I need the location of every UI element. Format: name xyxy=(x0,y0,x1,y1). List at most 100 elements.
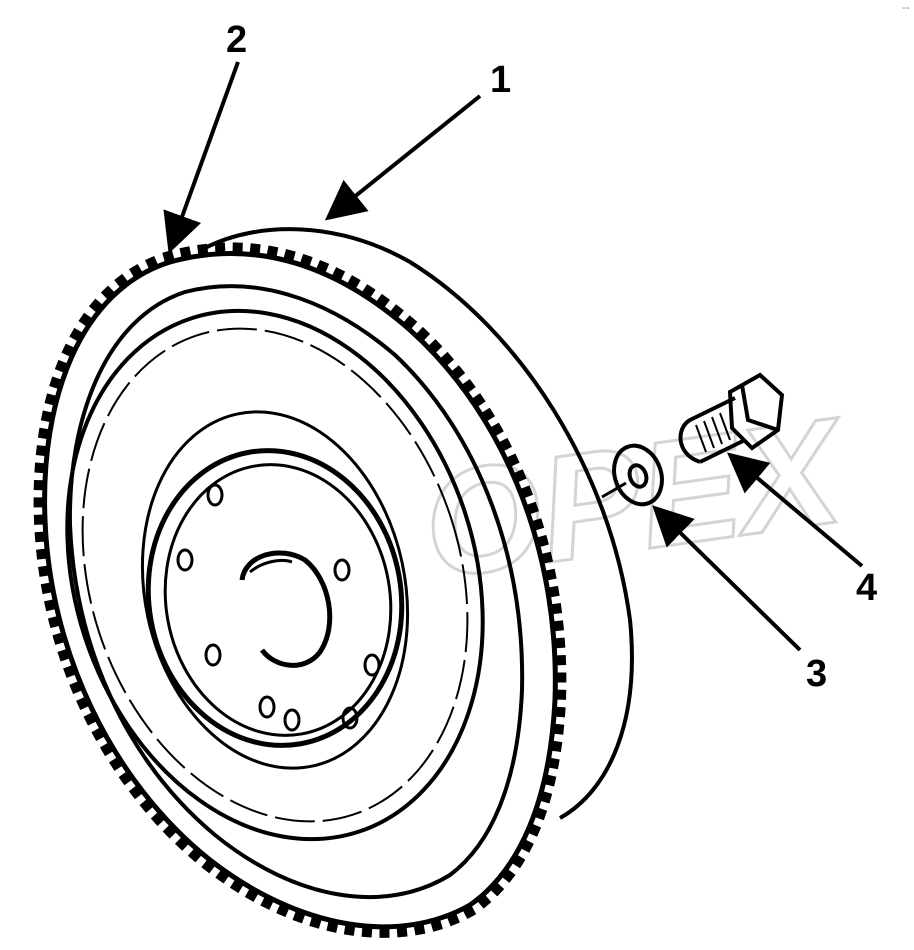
gear-tooth xyxy=(266,245,279,261)
leader-3 xyxy=(652,505,802,652)
gear-tooth xyxy=(38,565,53,577)
gear-tooth xyxy=(309,913,323,929)
gear-tooth xyxy=(545,757,560,770)
gear-tooth xyxy=(249,243,261,258)
gear-tooth xyxy=(54,359,71,374)
callout-leaders xyxy=(163,61,864,652)
gear-tooth xyxy=(114,273,131,291)
leader-1 xyxy=(324,94,482,221)
gear-tooth xyxy=(548,740,563,753)
gear-tooth xyxy=(374,293,390,311)
gear-tooth xyxy=(298,253,313,270)
gear-tooth xyxy=(469,393,486,409)
callout-label-2: 2 xyxy=(226,19,247,61)
gear-tooth xyxy=(83,710,100,726)
gear-tooth xyxy=(162,822,179,839)
callout-label-1: 1 xyxy=(490,59,511,101)
gear-tooth xyxy=(396,923,408,938)
gear-tooth xyxy=(487,880,505,897)
gear-tooth xyxy=(69,327,86,343)
pilot-bore-edge xyxy=(249,558,293,574)
gear-tooth xyxy=(541,568,557,582)
pilot-bore xyxy=(239,550,333,668)
gear-tooth xyxy=(76,695,93,710)
assembly-axis-line xyxy=(601,481,627,499)
gear-tooth xyxy=(162,250,176,266)
gear-tooth xyxy=(360,284,376,301)
gear-tooth xyxy=(276,901,291,918)
gear-tooth xyxy=(475,892,492,909)
gear-tooth xyxy=(44,598,59,612)
gear-tooth xyxy=(35,445,50,457)
hub-inner xyxy=(163,463,393,737)
gear-tooth xyxy=(517,837,534,853)
gear-tooth xyxy=(34,462,49,474)
gear-tooth xyxy=(174,834,192,851)
gear-tooth xyxy=(531,806,548,821)
gear-tooth xyxy=(550,620,565,632)
gear-tooth xyxy=(118,769,136,786)
gear-tooth xyxy=(509,852,526,869)
gear-tooth xyxy=(551,637,566,649)
bolt-shank xyxy=(678,396,746,464)
bolt-threads xyxy=(695,412,731,453)
friction-face-inner xyxy=(140,410,410,770)
gear-tooth xyxy=(52,631,68,645)
flywheel xyxy=(33,227,634,938)
gear-tooth xyxy=(536,790,553,804)
gear-tooth xyxy=(49,376,65,390)
gear-tooth xyxy=(40,410,56,423)
callout-label-4: 4 xyxy=(856,567,877,609)
gear-tooth xyxy=(413,920,426,936)
gear-tooth xyxy=(229,876,246,894)
gear-tooth xyxy=(426,339,443,356)
gear-tooth xyxy=(525,822,542,837)
gear-tooth xyxy=(413,326,431,344)
flywheel-rear-rim xyxy=(204,227,634,820)
gear-tooth xyxy=(108,755,126,771)
washer xyxy=(612,443,664,507)
gear-tooth xyxy=(538,551,554,565)
gear-tooth xyxy=(330,267,346,284)
leader-2 xyxy=(163,61,240,254)
gear-tooth xyxy=(61,343,78,359)
gear-tooth xyxy=(503,453,520,469)
friction-face-outer xyxy=(65,308,485,842)
gear-tooth xyxy=(179,246,192,261)
gear-tooth xyxy=(553,672,567,683)
gear-tooth xyxy=(232,242,243,256)
gear-tooth xyxy=(326,917,340,933)
gear-tooth xyxy=(437,351,455,369)
gear-tooth xyxy=(100,285,118,302)
gear-tooth xyxy=(401,315,418,332)
gear-tooth xyxy=(36,548,51,560)
gear-tooth xyxy=(545,585,560,598)
gear-tooth xyxy=(33,497,47,508)
gear-tooth xyxy=(187,845,204,863)
gear-tooth xyxy=(40,581,56,595)
gear-tooth xyxy=(445,910,460,927)
corner-mark: -- xyxy=(902,0,910,14)
gear-tooth xyxy=(128,783,146,800)
gear-tooth xyxy=(33,479,47,491)
gear-tooth xyxy=(459,378,476,395)
gear-tooth xyxy=(201,856,218,874)
gear-tooth xyxy=(551,706,566,718)
gear-tooth xyxy=(343,921,356,936)
gear-tooth xyxy=(387,304,404,321)
bolt xyxy=(678,372,785,464)
gear-tooth xyxy=(361,923,373,938)
gear-tooth xyxy=(150,809,168,826)
gear-tooth xyxy=(78,312,95,329)
gear-tooth xyxy=(244,885,260,902)
gear-tooth xyxy=(461,902,477,919)
friction-face-groove xyxy=(81,327,469,823)
gear-tooth xyxy=(57,647,73,662)
gear-tooth xyxy=(47,615,63,629)
gear-tooth xyxy=(528,518,545,532)
gear-tooth xyxy=(550,723,565,735)
gear-tooth xyxy=(44,393,60,407)
gear-tooth xyxy=(214,242,226,257)
gear-tooth xyxy=(517,485,534,500)
gear-tooth xyxy=(33,514,48,525)
